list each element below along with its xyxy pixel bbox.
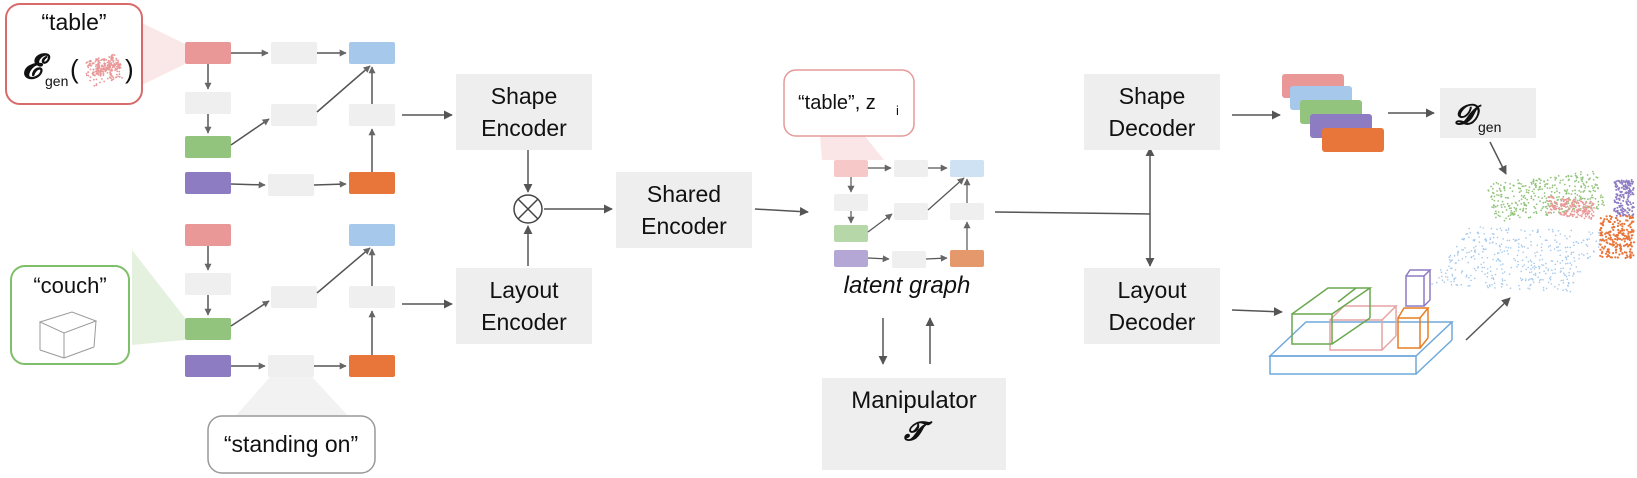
standing-on-callout: “standing on”	[207, 377, 376, 474]
shape-encoder: Shape Encoder	[456, 74, 592, 150]
callout-beam	[820, 135, 884, 160]
manipulator-label: Manipulator	[851, 387, 976, 414]
latent-node-red	[834, 160, 868, 177]
layout-encoder: Layout Encoder	[456, 268, 592, 344]
couch-label: “couch”	[33, 273, 106, 298]
latent-node-blue	[950, 160, 984, 177]
layout-encoder-line2: Encoder	[481, 309, 567, 335]
node-purple	[185, 355, 231, 377]
layout-encoder-line1: Layout	[489, 277, 559, 303]
table-callout: “table” 𝓔 gen ( )	[5, 3, 185, 105]
standing-on-label: “standing on”	[224, 431, 358, 457]
shape-decoder-box	[1084, 74, 1220, 150]
node-blue	[349, 224, 395, 246]
encoder-gen-subscript: gen	[45, 73, 68, 89]
latent-edge-placeholder	[892, 251, 926, 268]
shape-code-stack	[1282, 74, 1384, 152]
callout-beam	[132, 250, 185, 345]
latent-node-green	[834, 225, 868, 242]
layout-decoder: Layout Decoder	[1084, 268, 1220, 344]
table-zi-callout-box	[783, 69, 915, 137]
shared-encoder-box	[616, 172, 752, 248]
encoder-arrows	[402, 110, 809, 309]
node-purple	[185, 172, 231, 194]
manipulator-arrows	[878, 317, 935, 365]
latent-graph-label: latent graph	[844, 272, 971, 299]
standing-on-callout-box	[207, 415, 376, 474]
node-red	[185, 42, 231, 64]
manipulator: Manipulator 𝓣	[822, 378, 1006, 470]
table-zi-label: “table”, z	[798, 92, 876, 114]
scene-layout-boxes-icon	[1268, 269, 1454, 375]
wireframe-cube-icon	[38, 311, 98, 359]
decoder-arrows	[994, 108, 1511, 341]
latent-edge-placeholder	[894, 160, 928, 177]
dgen-box	[1440, 88, 1536, 138]
table-zi-subscript: i	[896, 103, 899, 118]
shape-encoder-line1: Shape	[491, 83, 558, 109]
shape-encoder-box	[456, 74, 592, 150]
layout-decoder-box	[1084, 268, 1220, 344]
table-pointcloud-icon	[85, 53, 123, 87]
input-graph-bottom	[185, 224, 395, 377]
latent-node-purple	[834, 250, 868, 267]
latent-graph: “table”, z i latent graph	[783, 69, 984, 299]
edge-placeholder	[271, 42, 317, 64]
node-orange	[349, 355, 395, 377]
edge-placeholder	[268, 174, 314, 196]
decoder-gen-subscript: gen	[1478, 119, 1501, 135]
latent-edge-placeholder	[950, 203, 984, 220]
shared-encoder-line1: Shared	[647, 181, 721, 207]
layout-decoder-line1: Layout	[1117, 277, 1187, 303]
layout-encoder-box	[456, 268, 592, 344]
edge-placeholder	[185, 92, 231, 114]
code-orange	[1322, 128, 1384, 152]
node-red	[185, 224, 231, 246]
edge-placeholder	[271, 104, 317, 126]
edge-placeholder	[349, 286, 395, 308]
shape-encoder-line2: Encoder	[481, 115, 567, 141]
latent-edge-placeholder	[834, 194, 868, 211]
manipulator-box	[822, 378, 1006, 470]
edge-placeholder-standing-on	[268, 355, 314, 377]
edge-placeholder	[271, 286, 317, 308]
shape-generator-decoder: 𝓓 gen	[1440, 88, 1536, 138]
shape-decoder: Shape Decoder	[1084, 74, 1220, 150]
latent-edge-placeholder	[894, 203, 928, 220]
input-graph-top	[185, 42, 395, 196]
layout-decoder-line2: Decoder	[1109, 309, 1196, 335]
paren-open: (	[70, 54, 79, 84]
edge-placeholder	[349, 104, 395, 126]
shared-encoder: Shared Encoder	[616, 172, 752, 248]
node-orange	[349, 172, 395, 194]
latent-node-orange	[950, 250, 984, 267]
callout-beam	[232, 377, 352, 420]
shape-decoder-line1: Shape	[1119, 83, 1186, 109]
scene-pointcloud-icon	[1431, 170, 1636, 293]
shape-decoder-line2: Decoder	[1109, 115, 1196, 141]
edge-placeholder	[185, 273, 231, 295]
shared-encoder-line2: Encoder	[641, 213, 727, 239]
tensor-product-icon	[513, 194, 543, 224]
callout-beam	[140, 22, 185, 86]
node-green	[185, 318, 231, 340]
node-green	[185, 136, 231, 158]
paren-close: )	[125, 54, 134, 84]
node-blue	[349, 42, 395, 64]
couch-callout: “couch”	[10, 250, 185, 365]
table-label: “table”	[41, 9, 106, 35]
